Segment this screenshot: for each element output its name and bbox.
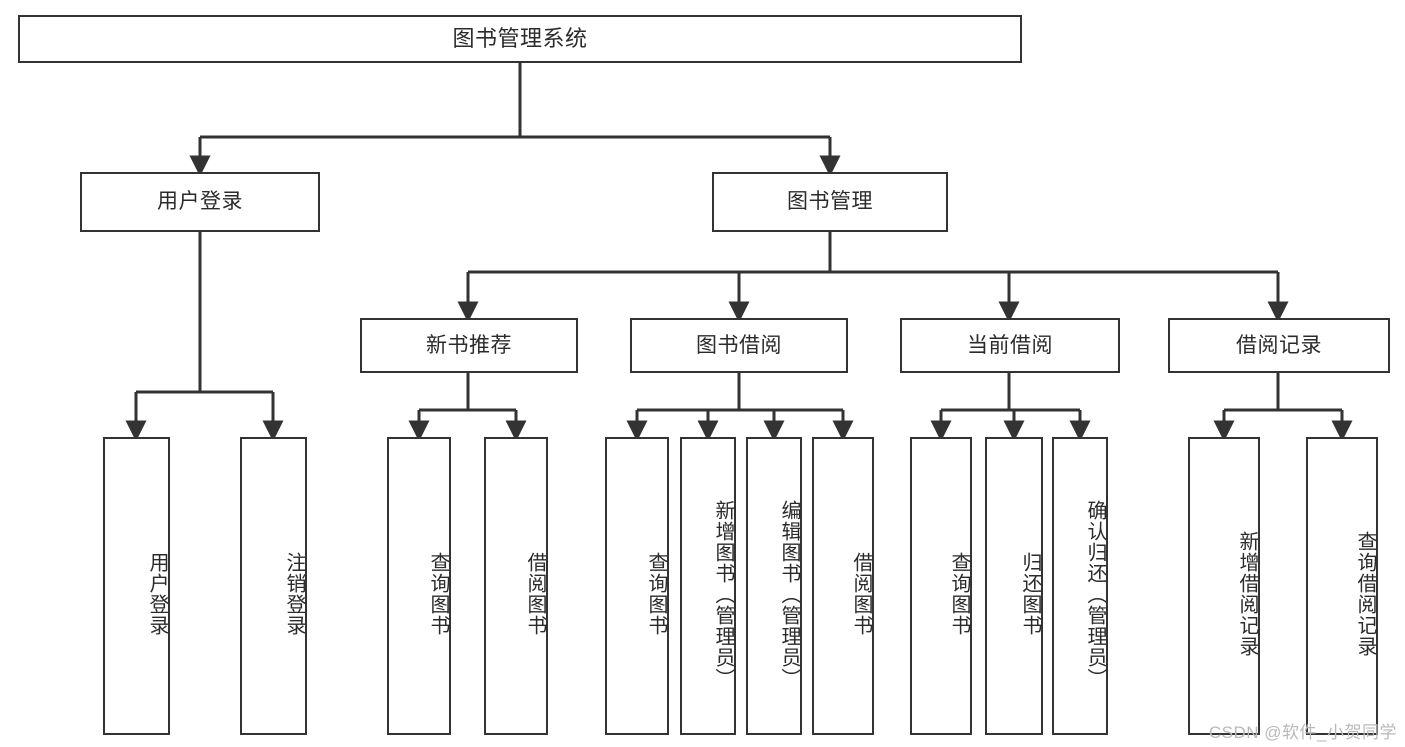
node-label: 借阅图书 — [850, 552, 872, 636]
node-label: 查询图书 — [948, 552, 970, 636]
node-label: 查询借阅记录 — [1354, 531, 1376, 657]
node-label: 新增图书（管理员） — [712, 499, 734, 689]
node-leaf-logout[interactable]: 注销登录 — [240, 437, 307, 735]
node-user-login[interactable]: 用户登录 — [80, 172, 320, 232]
node-leaf-query-book-cur[interactable]: 查询图书 — [910, 437, 972, 735]
node-leaf-borrow-book[interactable]: 借阅图书 — [812, 437, 874, 735]
node-leaf-borrow-book-rec[interactable]: 借阅图书 — [484, 437, 548, 735]
node-label: 注销登录 — [283, 552, 305, 636]
node-label: 编辑图书（管理员） — [778, 499, 800, 689]
node-current-borrow[interactable]: 当前借阅 — [900, 318, 1120, 373]
node-new-book-rec[interactable]: 新书推荐 — [360, 318, 578, 373]
node-book-manage[interactable]: 图书管理 — [712, 172, 948, 232]
node-leaf-add-record[interactable]: 新增借阅记录 — [1188, 437, 1260, 735]
node-leaf-query-book-rec[interactable]: 查询图书 — [387, 437, 451, 735]
node-leaf-confirm-return[interactable]: 确认归还（管理员） — [1052, 437, 1108, 735]
node-leaf-user-login[interactable]: 用户登录 — [103, 437, 170, 735]
node-leaf-return-book[interactable]: 归还图书 — [985, 437, 1043, 735]
node-label: 用户登录 — [146, 552, 168, 636]
node-borrow-record[interactable]: 借阅记录 — [1168, 318, 1390, 373]
node-label: 查询图书 — [645, 552, 667, 636]
node-leaf-edit-book[interactable]: 编辑图书（管理员） — [746, 437, 802, 735]
node-book-borrow[interactable]: 图书借阅 — [630, 318, 848, 373]
node-leaf-query-record[interactable]: 查询借阅记录 — [1306, 437, 1378, 735]
node-label: 新增借阅记录 — [1236, 531, 1258, 657]
node-label: 借阅图书 — [524, 552, 546, 636]
node-label: 归还图书 — [1019, 552, 1041, 636]
node-label: 确认归还（管理员） — [1084, 499, 1106, 689]
node-leaf-query-book[interactable]: 查询图书 — [605, 437, 669, 735]
node-root[interactable]: 图书管理系统 — [18, 15, 1022, 63]
node-label: 查询图书 — [427, 552, 449, 636]
node-leaf-add-book[interactable]: 新增图书（管理员） — [680, 437, 736, 735]
